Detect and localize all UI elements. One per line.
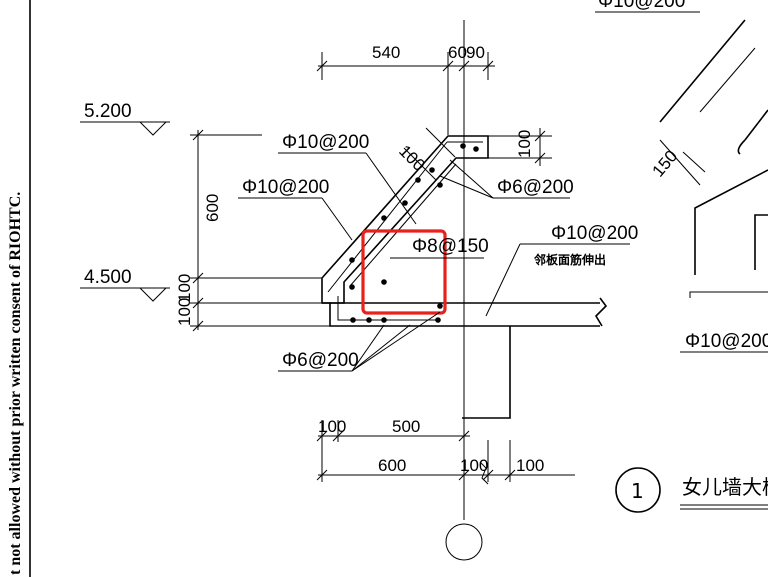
dim-bottom-100-label: 100 xyxy=(318,417,346,436)
rebar-label-left: Φ10@200 xyxy=(242,177,329,198)
note-slab-bars-extended: 邻板面筋伸出 xyxy=(533,252,606,267)
right-partial-detail: Φ10@200 150 Φ10@200 xyxy=(595,0,768,353)
rebar-label-far-right: Φ10@200 xyxy=(685,331,768,352)
dim-100a-label: 100 xyxy=(175,274,194,302)
elevation-upper-label: 5.200 xyxy=(84,101,132,122)
dim-540-label: 540 xyxy=(372,43,400,62)
slope-dimension: 100 xyxy=(395,127,456,181)
dim-150-label: 150 xyxy=(649,147,682,181)
dim-bottom-100b-label: 100 xyxy=(460,456,488,475)
dim-600-label: 600 xyxy=(203,194,222,222)
right-dimension: 100 xyxy=(488,128,552,166)
rebar-dots xyxy=(349,143,479,323)
axis-bubble xyxy=(445,523,483,561)
top-dimension-chain: 540 60 90 xyxy=(316,43,495,135)
label-left: Φ10@200 xyxy=(238,177,353,241)
section-title: 1 女儿墙大样 xyxy=(615,467,768,513)
label-bottom-left: Φ6@200 xyxy=(278,311,441,372)
dim-90-label: 90 xyxy=(466,43,485,62)
rebar-label-right-a: Φ6@200 xyxy=(497,177,574,198)
dim-slope-100-label: 100 xyxy=(395,141,428,174)
copyright-side-note: t not allowed without prior written cons… xyxy=(7,192,24,575)
elevation-lower: 4.500 xyxy=(80,267,170,302)
rebar-label-top-cut: Φ10@200 xyxy=(598,0,685,12)
rebar-label-top-left: Φ10@200 xyxy=(282,132,369,153)
dim-500-label: 500 xyxy=(392,417,420,436)
dim-bottom-100c-label: 100 xyxy=(516,456,544,475)
elevation-lower-label: 4.500 xyxy=(84,267,132,288)
left-dimension-chain: 600 100 100 xyxy=(175,129,340,332)
elevation-upper: 5.200 xyxy=(80,101,262,136)
dim-60-label: 60 xyxy=(448,43,467,62)
label-right-a: Φ6@200 xyxy=(439,159,574,199)
section-title-text: 女儿墙大样 xyxy=(682,475,768,499)
highlight-box xyxy=(361,229,447,315)
dim-right-100-label: 100 xyxy=(515,130,534,158)
rebar-label-bottom-left: Φ6@200 xyxy=(282,350,359,371)
dim-100b-label: 100 xyxy=(175,298,194,326)
section-number: 1 xyxy=(631,479,644,503)
bottom-dimension-chain: 100 500 600 100 100 xyxy=(316,417,575,485)
label-center: Φ8@150 xyxy=(390,236,489,259)
section-number-circle xyxy=(615,467,661,513)
label-top-left: Φ10@200 xyxy=(278,132,417,225)
rebar-label-center: Φ8@150 xyxy=(412,236,489,257)
rebar-label-right-b: Φ10@200 xyxy=(551,223,638,244)
label-right-b: Φ10@200 邻板面筋伸出 xyxy=(485,223,638,317)
dim-bottom-600-label: 600 xyxy=(378,456,406,475)
